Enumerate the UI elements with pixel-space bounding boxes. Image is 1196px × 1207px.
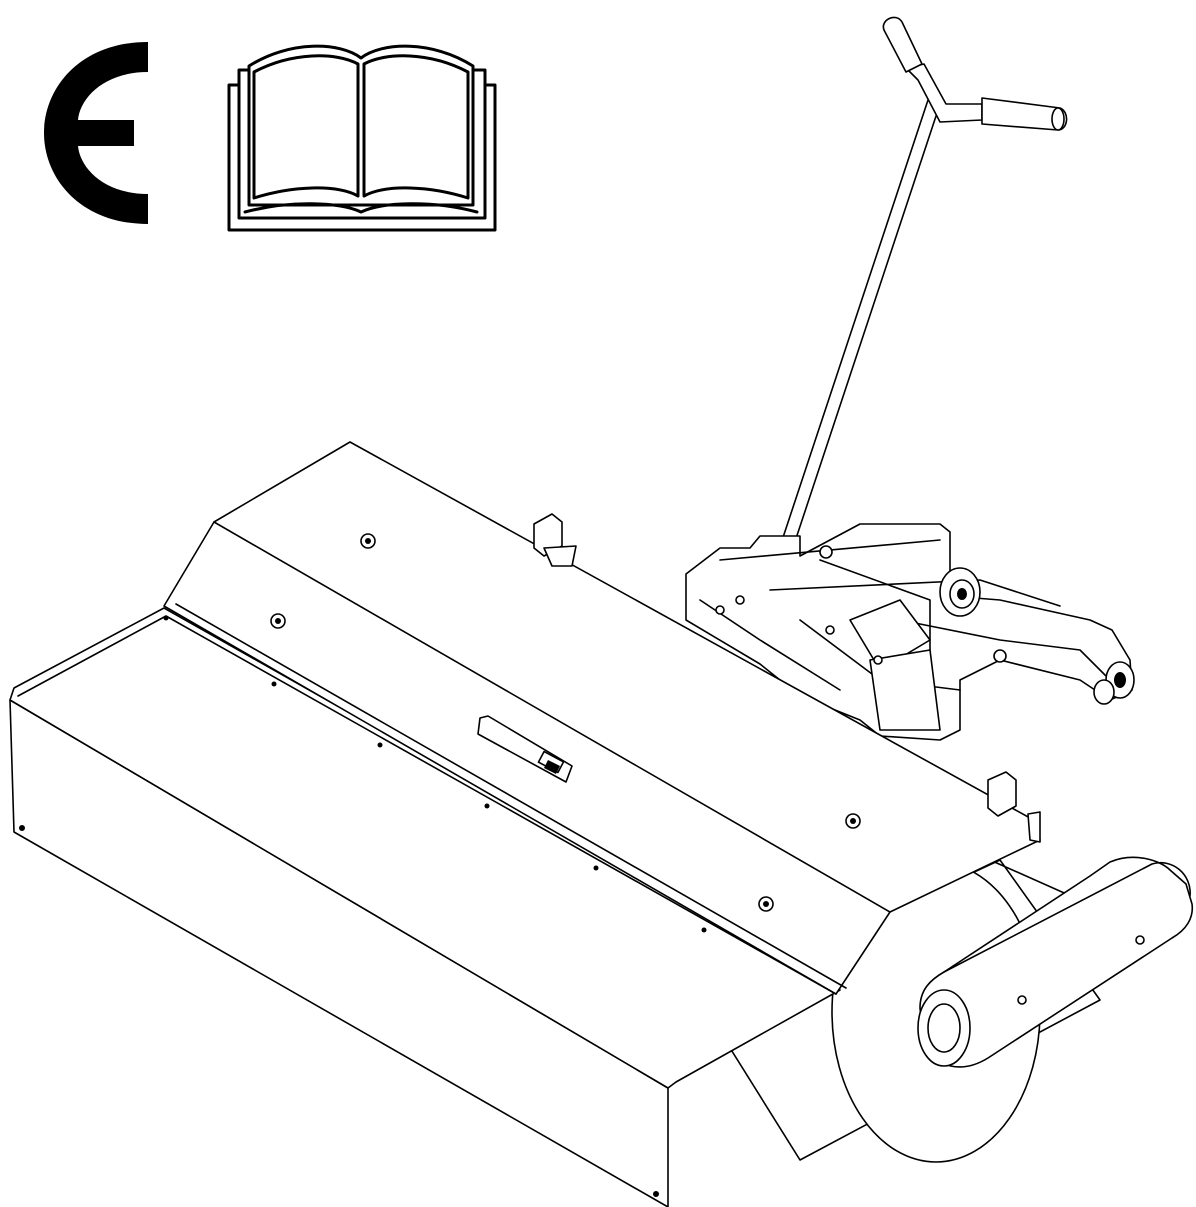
adjuster-clamps [533, 513, 1041, 843]
machine-drawing [9, 16, 1194, 1207]
rear-frame [685, 523, 1135, 741]
ce-mark-icon [44, 42, 148, 224]
side-arm [917, 856, 1194, 1068]
read-manual-icon [227, 44, 497, 232]
deflector-plate [9, 607, 841, 1089]
